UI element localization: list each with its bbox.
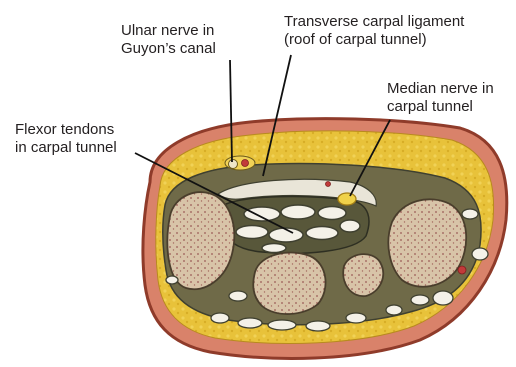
guyons-canal	[225, 156, 255, 170]
trapezoid-bone	[343, 254, 383, 296]
flexor-tendons-label: Flexor tendons in carpal tunnel	[15, 121, 117, 157]
ulnar-nerve-label: Ulnar nerve in Guyon’s canal	[121, 22, 216, 58]
tcl-label-line-1: Transverse carpal ligament	[284, 13, 464, 31]
ulnar-nerve-label-line-2: Guyon’s canal	[121, 40, 216, 58]
median-nerve-label-line-2: carpal tunnel	[387, 98, 494, 116]
flexor-tendons-label-line-2: in carpal tunnel	[15, 139, 117, 157]
median-nerve	[338, 193, 356, 205]
ulnar-artery	[242, 160, 249, 167]
ulnar-nerve	[229, 160, 238, 169]
flexor-tendons-label-line-1: Flexor tendons	[15, 121, 117, 139]
ulnar-nerve-label-line-1: Ulnar nerve in	[121, 22, 216, 40]
tcl-label-line-2: (roof of carpal tunnel)	[284, 31, 464, 49]
transverse-carpal-ligament-label: Transverse carpal ligament (roof of carp…	[284, 13, 464, 49]
median-nerve-label-line-1: Median nerve in	[387, 80, 494, 98]
median-nerve-label: Median nerve in carpal tunnel	[387, 80, 494, 116]
trapezium-bone	[388, 199, 466, 286]
capitate-bone	[253, 253, 325, 315]
